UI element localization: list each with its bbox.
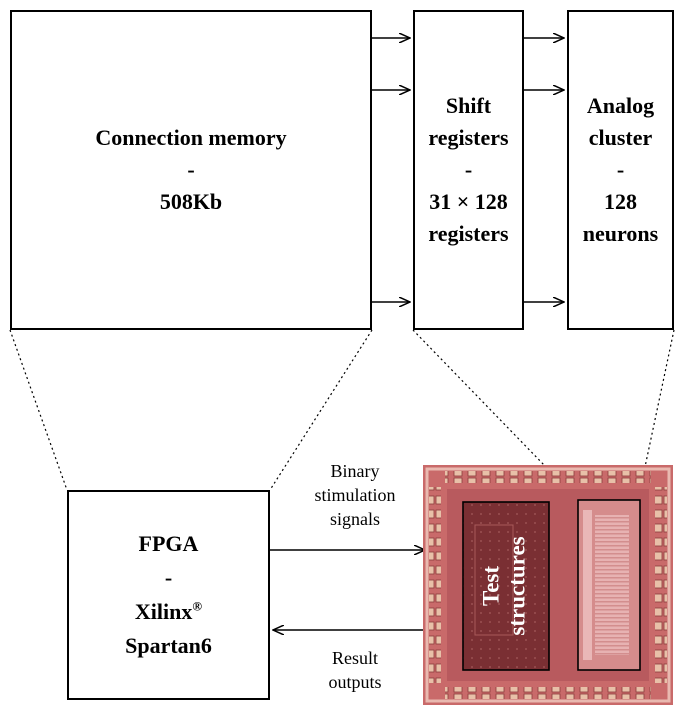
connection-memory-block: Connection memory - 508Kb (10, 10, 372, 330)
shift-count: 31 × 128 (429, 189, 508, 214)
stim-line-1: Binary (330, 461, 380, 481)
shift-unit: registers (428, 221, 509, 246)
analog-count: 128 (604, 189, 637, 214)
connection-memory-title: Connection memory (95, 125, 287, 150)
fpga-block: FPGA - Xilinx® Spartan6 (67, 490, 270, 700)
connection-memory-size: 508Kb (159, 189, 223, 214)
pad-ring-left (429, 487, 441, 683)
analog-title-1: Analog (586, 93, 655, 118)
pad-ring-top (445, 471, 651, 483)
fpga-title: FPGA (138, 531, 199, 556)
shift-title-1: Shift (445, 93, 492, 118)
analog-dash: - (616, 157, 625, 182)
analog-cluster-stripes (595, 515, 629, 655)
analog-cluster-block: Analog cluster - 128 neurons (567, 10, 674, 330)
shift-register-column (583, 510, 592, 660)
connection-memory-dash: - (187, 157, 195, 182)
fpga-dash: - (164, 565, 173, 590)
analog-unit: neurons (582, 221, 659, 246)
pad-ring-bottom (445, 687, 651, 699)
test-label-line-2: structures (505, 536, 531, 636)
shift-dash: - (464, 157, 473, 182)
test-structures-region (462, 501, 550, 671)
zoom-line-analog-right (637, 329, 675, 501)
test-region-inner (474, 524, 514, 636)
fpga-vendor-name: Xilinx (134, 599, 193, 624)
pad-ring-right (655, 487, 667, 683)
chip-edge (425, 467, 671, 703)
result-line-1: Result (331, 648, 378, 668)
chip-micrograph (423, 465, 673, 705)
registered-mark: ® (192, 598, 203, 614)
test-structures-label: Test structures (462, 502, 548, 670)
stimulation-signals-label: Binary stimulation signals (280, 459, 430, 531)
result-line-2: outputs (328, 672, 382, 692)
zoom-line-mem-left (9, 329, 68, 491)
test-label-line-1: Test (479, 565, 505, 607)
fpga-vendor: Xilinx® (135, 595, 202, 629)
analog-title-2: cluster (588, 125, 653, 150)
result-outputs-label: Result outputs (290, 646, 420, 694)
shift-registers-block: Shift registers - 31 × 128 registers (413, 10, 524, 330)
zoom-line-mem-right (269, 329, 373, 491)
fpga-model: Spartan6 (125, 633, 212, 658)
stim-line-3: signals (329, 509, 380, 529)
stim-line-2: stimulation (314, 485, 396, 505)
shift-title-2: registers (428, 125, 509, 150)
